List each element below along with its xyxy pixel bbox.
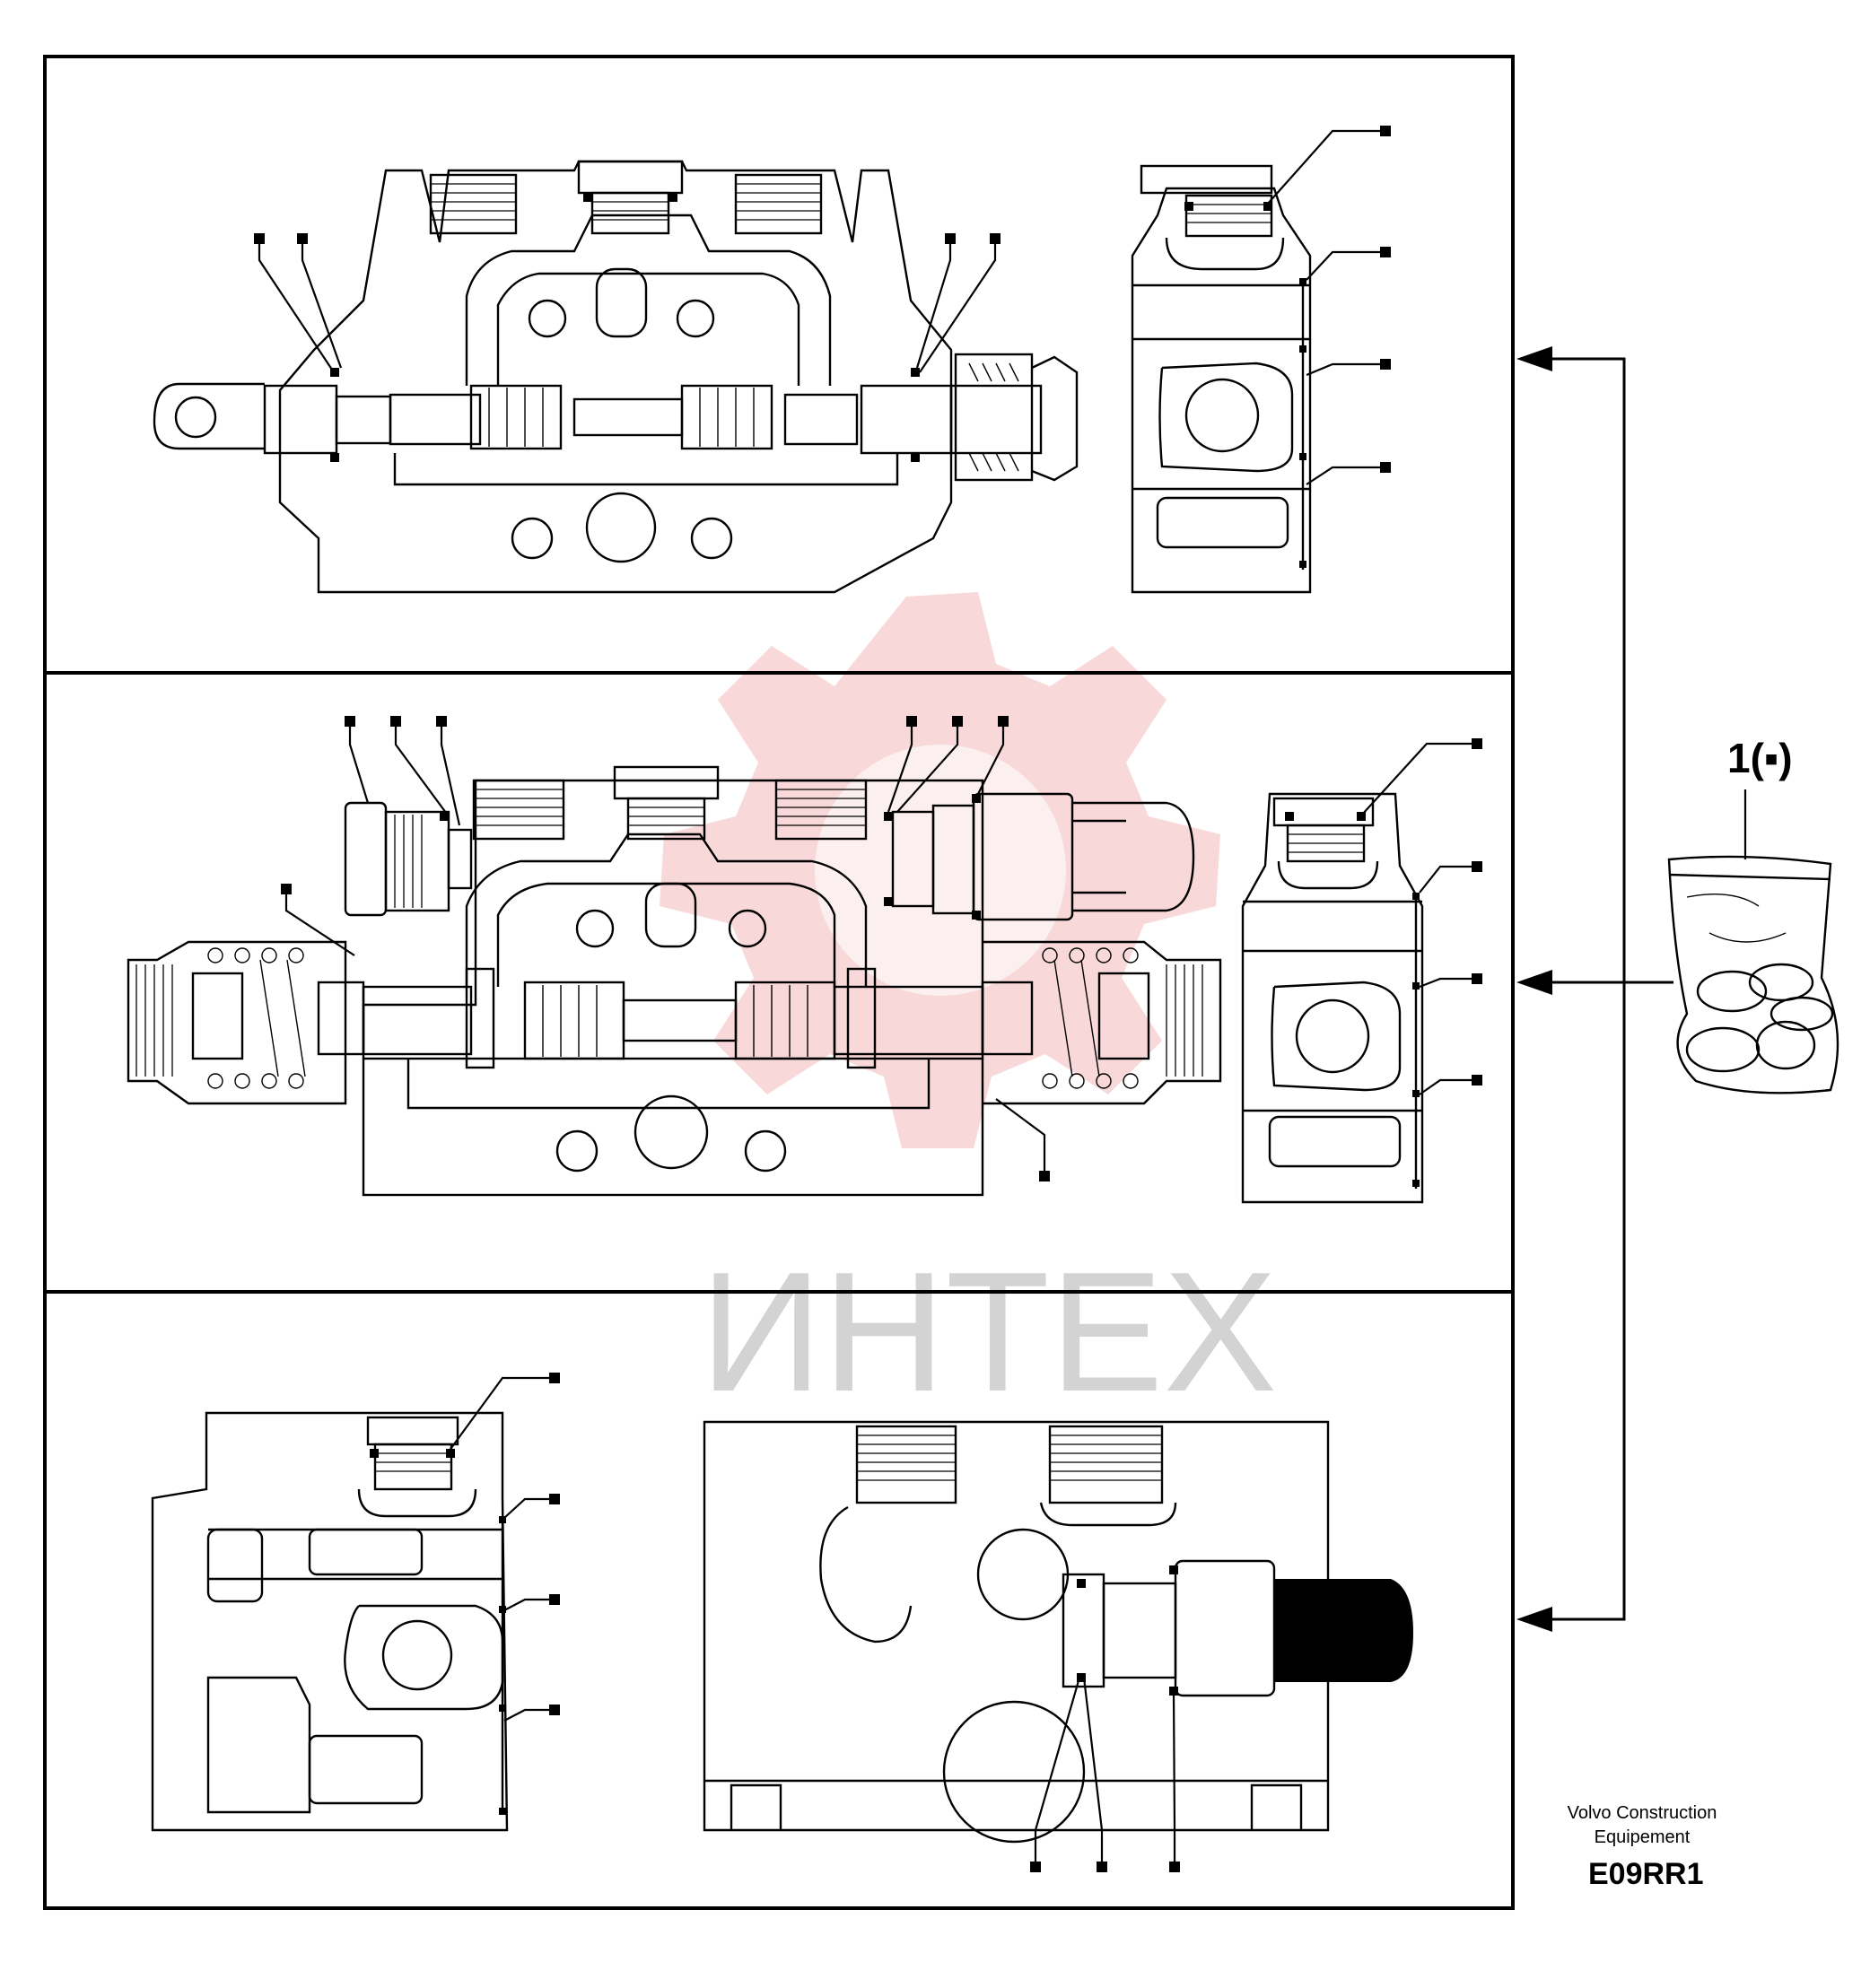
- callout-marker: [1472, 738, 1482, 749]
- panel-2-right-spring: [1042, 947, 1139, 1089]
- callout-marker: [549, 1373, 560, 1383]
- panel-3-end-section: [151, 1411, 509, 1832]
- callout-marker: [1472, 1075, 1482, 1086]
- watermark-gear-logo: [660, 592, 1220, 1148]
- panel-3-callouts: [448, 1373, 1180, 1872]
- arrow-to-panel-2: [1516, 970, 1552, 995]
- panel-1-spool-grooves: [488, 388, 755, 447]
- kit-callout-label: 1(▪): [1727, 735, 1793, 781]
- seal-kit-bag-icon: [1667, 789, 1839, 1094]
- callout-marker: [1169, 1862, 1180, 1872]
- callout-marker: [1097, 1862, 1107, 1872]
- kit-bracket-arrows: [1516, 346, 1673, 1632]
- callout-marker: [1380, 359, 1391, 370]
- callout-marker: [1380, 462, 1391, 473]
- callout-marker: [945, 233, 956, 244]
- callout-marker: [281, 884, 292, 894]
- callout-marker: [1472, 861, 1482, 872]
- arrow-to-panel-1: [1516, 346, 1552, 371]
- panel-1-valve-end-view: [1131, 164, 1312, 594]
- panel-1-spring: [968, 362, 1019, 472]
- manufacturer-name-line2: Equipement: [1594, 1827, 1691, 1847]
- watermark-text: ИНТЕХ: [700, 1237, 1277, 1427]
- callout-marker: [990, 233, 1001, 244]
- panel-3-inlet-section: [703, 1420, 1413, 1844]
- callout-marker: [1039, 1171, 1050, 1181]
- panel-2-spool-grooves: [542, 985, 808, 1057]
- panel-1-valve-section-side: [153, 160, 1079, 594]
- callout-marker: [1380, 126, 1391, 136]
- callout-marker: [549, 1494, 560, 1504]
- callout-marker: [297, 233, 308, 244]
- callout-marker: [1472, 973, 1482, 984]
- panel-2-left-spring: [207, 947, 306, 1089]
- panel-1-frame: [43, 55, 1515, 675]
- callout-marker: [254, 233, 265, 244]
- arrow-to-panel-3: [1516, 1607, 1552, 1632]
- callout-marker: [549, 1594, 560, 1605]
- panel-1-callouts: [254, 126, 1391, 485]
- manufacturer-name-line1: Volvo Construction: [1567, 1803, 1717, 1823]
- callout-marker: [345, 716, 355, 727]
- callout-marker: [998, 716, 1009, 727]
- panel-2-valve-section-side: [127, 765, 1222, 1197]
- callout-marker: [1030, 1862, 1041, 1872]
- callout-marker: [549, 1705, 560, 1715]
- panel-1-thread-ports: [429, 160, 823, 235]
- callout-marker: [436, 716, 447, 727]
- callout-marker: [952, 716, 963, 727]
- panel-2-callouts: [281, 716, 1482, 1181]
- panel-2-valve-end-view: [1241, 792, 1424, 1204]
- panel-3-frame: [43, 1290, 1515, 1910]
- drawing-code: E09RR1: [1588, 1857, 1704, 1891]
- callout-marker: [906, 716, 917, 727]
- callout-marker: [1380, 247, 1391, 257]
- callout-marker: [390, 716, 401, 727]
